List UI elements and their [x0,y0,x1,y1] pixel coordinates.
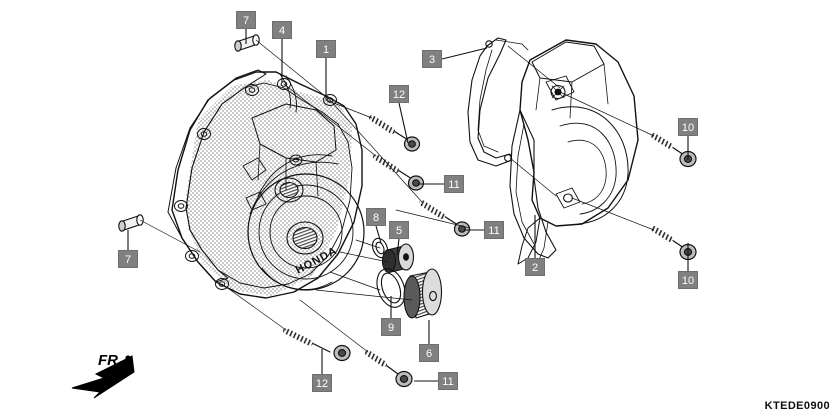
o-ring-large-9 [376,268,406,308]
callout-number-7[interactable]: 7 [236,11,256,29]
oil-filler-cap-5 [381,243,415,274]
callout-leader-line [396,238,400,256]
callout-number-9[interactable]: 9 [381,318,401,336]
flange-bolt-12-lower [283,328,351,362]
callout-leader-lines [127,29,689,382]
callout-leader-line [398,102,409,144]
callout-number-3[interactable]: 3 [422,50,442,68]
callout-number-11[interactable]: 11 [484,221,504,239]
flange-bolt-11-upper [373,154,425,191]
callout-number-12[interactable]: 12 [312,374,332,392]
callout-number-7[interactable]: 7 [118,250,138,268]
flange-bolt-12-upper [369,115,421,152]
assembly-guide-lines [139,39,655,353]
flange-bolt-11-middle [419,200,471,237]
callout-number-4[interactable]: 4 [272,21,292,39]
callout-number-10[interactable]: 10 [678,271,698,289]
front-direction-arrow [71,355,135,399]
callout-number-12[interactable]: 12 [389,85,409,103]
dowel-pin-top-7 [234,34,260,52]
left-crankcase-cover-body: HONDA [171,71,365,299]
callout-number-8[interactable]: 8 [366,208,386,226]
callout-number-10[interactable]: 10 [678,118,698,136]
flange-bolt-10-lower [651,226,697,261]
diagram-part-code: KTEDE0900 [764,400,830,412]
callout-number-5[interactable]: 5 [389,221,409,239]
dowel-pin-lower-7 [118,214,144,232]
callout-number-1[interactable]: 1 [316,40,336,58]
flange-bolt-11-lower [365,350,413,388]
left-crankcase-rear-cover-2 [509,39,639,265]
timing-hole-cap-6 [403,268,443,319]
callout-leader-line [375,225,382,244]
flange-bolt-10-upper [651,133,697,168]
rear-cover-gasket-3 [467,37,529,167]
callout-number-2[interactable]: 2 [525,258,545,276]
front-direction-label: FR. [98,352,123,369]
callout-number-6[interactable]: 6 [419,344,439,362]
callout-number-11[interactable]: 11 [444,175,464,193]
callout-leader-line [441,47,488,60]
callout-number-11[interactable]: 11 [438,372,458,390]
